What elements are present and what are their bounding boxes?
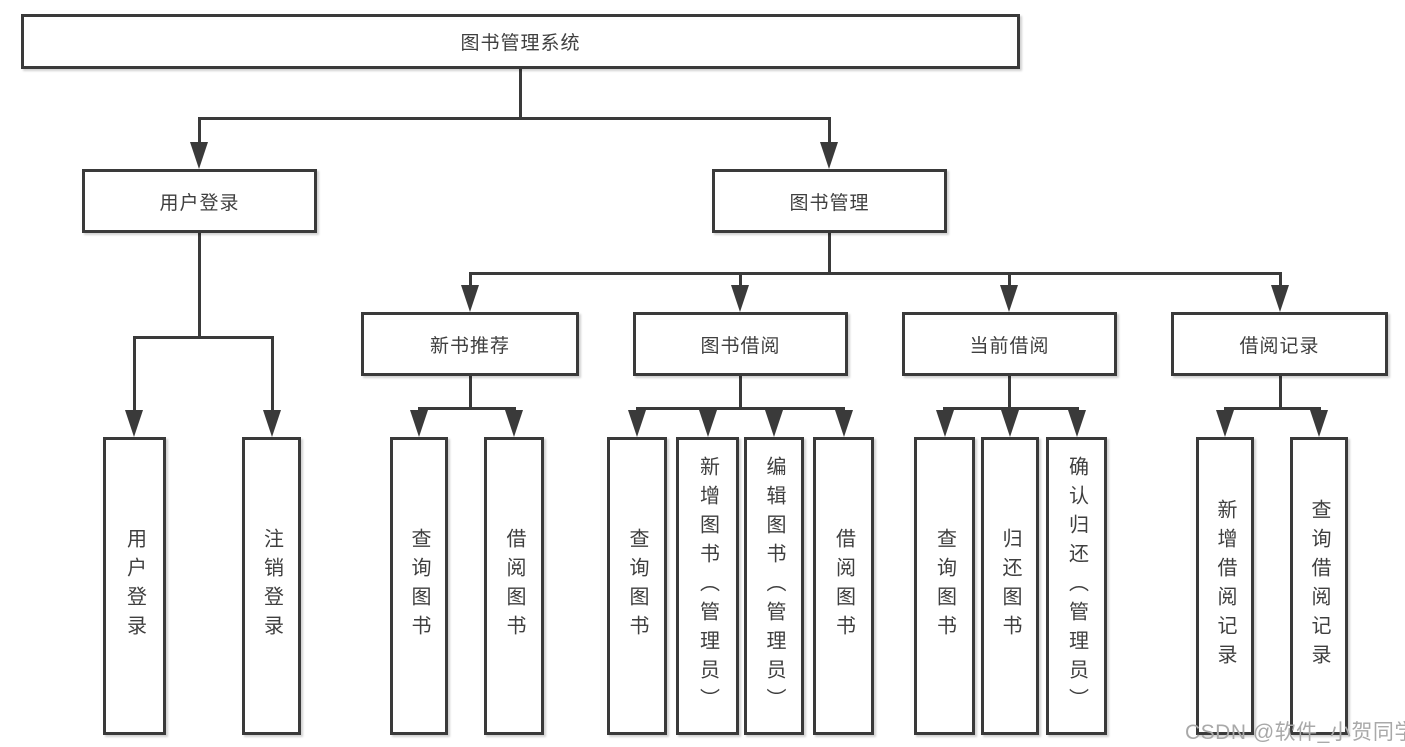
arrow-down-icon [1067, 410, 1086, 437]
arrow-down-icon [190, 142, 208, 169]
arrow-down-icon [628, 410, 646, 437]
arrow-down-icon [1000, 285, 1018, 312]
arrow-down-icon [125, 410, 143, 437]
arrow-down-icon [698, 410, 717, 437]
node-add-books-admin: 新增图书（管理员） [676, 437, 739, 735]
node-confirm-return-admin: 确认归还（管理员） [1046, 437, 1107, 735]
arrow-down-icon [731, 285, 749, 312]
connector-line [132, 336, 274, 339]
node-current-borrowing: 当前借阅 [902, 312, 1117, 376]
connector-line [417, 407, 516, 410]
connector-line [468, 272, 472, 290]
arrow-down-icon [1271, 285, 1289, 312]
arrow-down-icon [765, 410, 783, 437]
connector-line [1278, 376, 1282, 410]
arrow-down-icon [505, 410, 523, 437]
node-add-borrow-record: 新增借阅记录 [1196, 437, 1254, 735]
node-book-management: 图书管理 [712, 169, 947, 233]
node-query-books-recommend: 查询图书 [390, 437, 448, 735]
connector-line [197, 233, 201, 339]
arrow-down-icon [1216, 410, 1234, 437]
node-query-books-current: 查询图书 [914, 437, 975, 735]
connector-line [468, 376, 472, 410]
connector-line [1007, 376, 1011, 410]
connector-line [468, 272, 1282, 275]
connector-line [197, 117, 831, 120]
node-user-login-leaf: 用户登录 [103, 437, 166, 735]
node-library-management-system: 图书管理系统 [21, 14, 1020, 69]
arrow-down-icon [935, 410, 954, 437]
csdn-watermark: CSDN @软件_小贺同学 [1185, 721, 1405, 744]
arrow-down-icon [461, 285, 479, 312]
node-book-borrowing: 图书借阅 [633, 312, 848, 376]
connector-line [197, 117, 201, 147]
connector-line [1223, 407, 1321, 410]
node-user-login: 用户登录 [82, 169, 317, 233]
arrow-down-icon [263, 410, 281, 437]
node-borrow-books-leaf: 借阅图书 [813, 437, 874, 735]
node-edit-books-admin: 编辑图书（管理员） [744, 437, 804, 735]
connector-line [270, 336, 274, 414]
connector-line [1278, 272, 1282, 290]
node-query-books-borrowing: 查询图书 [607, 437, 667, 735]
node-new-book-recommendation: 新书推荐 [361, 312, 579, 376]
node-borrow-books-recommend: 借阅图书 [484, 437, 544, 735]
connector-line [827, 233, 831, 275]
node-return-books: 归还图书 [981, 437, 1039, 735]
arrow-down-icon [1001, 410, 1019, 437]
arrow-down-icon [820, 142, 838, 169]
connector-line [518, 69, 522, 120]
arrow-down-icon [1310, 410, 1328, 437]
connector-line [738, 376, 742, 410]
connector-line [827, 117, 831, 147]
node-logout: 注销登录 [242, 437, 301, 735]
node-query-borrow-record: 查询借阅记录 [1290, 437, 1348, 735]
connector-line [1007, 272, 1011, 290]
arrow-down-icon [410, 410, 428, 437]
connector-line [635, 407, 845, 410]
connector-line [738, 272, 742, 290]
arrow-down-icon [834, 410, 853, 437]
node-borrowing-records: 借阅记录 [1171, 312, 1388, 376]
connector-line [132, 336, 136, 414]
